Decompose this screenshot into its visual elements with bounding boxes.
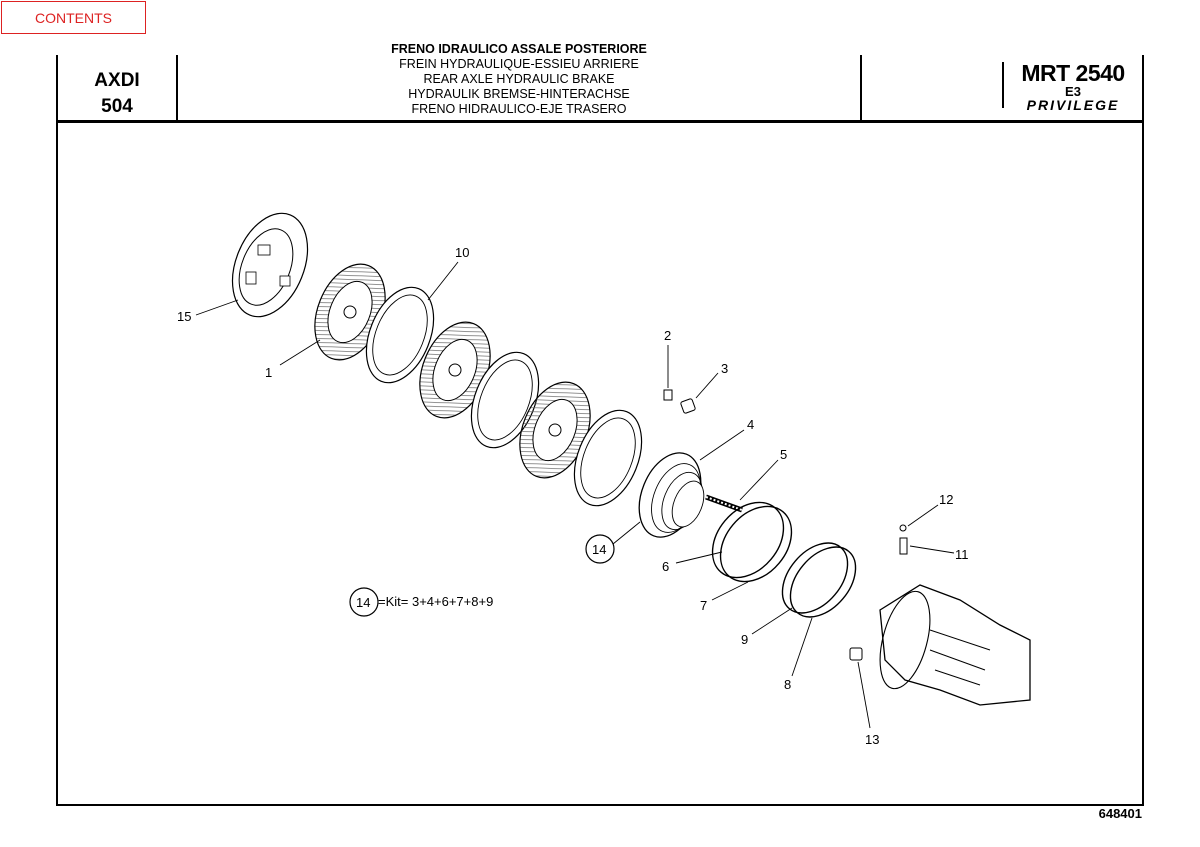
callout-7: 7 [700,598,707,613]
callout-6: 6 [662,559,669,574]
part-1-friction-disc [314,263,386,361]
callout-11: 11 [955,547,969,562]
callout-15: 15 [177,309,191,324]
callout-2: 2 [664,328,671,343]
part-4-piston [638,452,705,538]
header-divider-model [1002,62,1004,108]
part-10-steel-plate [365,286,435,384]
model-name: MRT 2540 [1021,60,1125,86]
part-5-bleed-screw [705,494,743,513]
steel-plate [573,409,643,507]
callout-10: 10 [455,245,469,260]
callout-3: 3 [721,361,728,376]
part-12-cap [899,524,907,532]
callout-14: 14 [592,542,606,557]
callout-5: 5 [780,447,787,462]
contents-button[interactable]: CONTENTS [1,1,146,34]
group-number: 504 [101,96,133,117]
kit-badge: 14 [356,595,370,610]
model-block: MRT 2540 E3 PRIVILEGE [1004,60,1142,112]
header-divider [860,55,862,122]
drawing-frame [56,120,1144,806]
axle-housing [879,584,1031,706]
callout-9: 9 [741,632,748,647]
part-6-7-seals [711,501,793,583]
header-border-right [1142,55,1144,122]
page-title-block: FRENO IDRAULICO ASSALE POSTERIORE FREIN … [178,42,860,117]
callout-1: 1 [265,365,272,380]
callout-13: 13 [865,732,879,747]
leader-lines [195,261,955,729]
part-3-sleeve [680,398,696,414]
title-spanish: FRENO HIDRAULICO-EJE TRASERO [411,102,627,116]
callout-8: 8 [784,677,791,692]
title-italian: FRENO IDRAULICO ASSALE POSTERIORE [391,42,647,56]
part-13-plug [849,647,863,661]
part-8-9-seals [781,542,857,618]
title-english: REAR AXLE HYDRAULIC BRAKE [423,72,615,86]
friction-disc [519,381,591,479]
header-border-left [56,55,58,122]
part-2-screw [663,389,673,401]
kit-note: =Kit= 3+4+6+7+8+9 [378,594,494,609]
part-15-plate [231,212,309,318]
title-french: FREIN HYDRAULIQUE-ESSIEU ARRIERE [399,57,639,71]
kit-badge-circle [349,587,379,617]
callout-4: 4 [747,417,754,432]
part-11-bleeder [899,537,908,555]
callout-12: 12 [939,492,953,507]
model-variant: E3 [1065,84,1081,99]
group-code: AXDI [94,70,140,91]
title-german: HYDRAULIK BREMSE-HINTERACHSE [408,87,630,101]
brand-logo: PRIVILEGE [1026,97,1120,113]
header-divider [176,55,178,122]
callout-14-circle [585,534,615,564]
friction-disc [419,321,491,419]
drawing-reference: 648401 [1098,806,1142,821]
